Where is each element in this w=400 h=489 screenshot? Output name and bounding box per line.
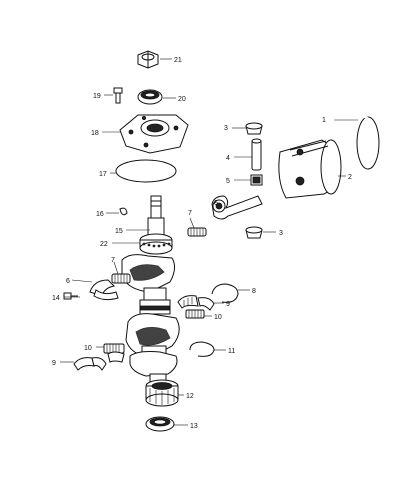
callout-4: 4 [226, 155, 230, 162]
part-10-bearing-cage-upper [185, 309, 205, 319]
part-11-retaining-ring [189, 341, 215, 357]
part-3-washer-upper [245, 122, 263, 135]
callout-18: 18 [91, 130, 99, 137]
callout-19: 19 [93, 93, 101, 100]
callout-20: 20 [178, 96, 186, 103]
callout-6b: 6 [66, 278, 70, 285]
part-3-washer-lower [245, 226, 263, 239]
callout-15: 15 [115, 228, 123, 235]
callout-6a: 6 [214, 200, 218, 207]
part-19-screw [113, 87, 123, 104]
callout-7b: 7 [111, 257, 115, 264]
part-12-roller-bearing [145, 379, 179, 407]
callout-11: 11 [228, 348, 235, 355]
callout-14: 14 [52, 295, 60, 302]
callout-7a: 7 [188, 210, 192, 217]
callout-17: 17 [99, 171, 107, 178]
callout-12: 12 [186, 393, 194, 400]
part-16-key [119, 207, 128, 216]
part-7-needle-bearing-upper [187, 227, 207, 237]
part-18-bearing-housing [119, 114, 189, 154]
part-10-bearing-cage-lower [103, 343, 125, 363]
part-4-piston-pin [251, 138, 262, 171]
part-1-piston-ring [356, 116, 380, 170]
part-5-needle-bearing [250, 174, 263, 186]
callout-22: 22 [100, 241, 108, 248]
callout-1: 1 [322, 117, 326, 124]
part-20-seal [137, 89, 163, 105]
crankshaft-assembly [121, 195, 180, 383]
callout-13: 13 [190, 423, 198, 430]
part-13-seal [145, 416, 175, 432]
part-21-nut [137, 50, 159, 69]
part-17-o-ring [115, 159, 177, 183]
callout-5: 5 [226, 178, 230, 185]
part-2-piston [278, 139, 342, 199]
callout-3b: 3 [279, 230, 283, 237]
callout-9a: 9 [226, 301, 230, 308]
callout-9b: 9 [52, 360, 56, 367]
callout-16: 16 [96, 211, 104, 218]
callout-8: 8 [252, 288, 256, 295]
part-6-rod-cap [89, 279, 119, 301]
callout-3a: 3 [224, 125, 228, 132]
callouts: 1 2 3 3 4 5 6 6 7 7 8 9 9 10 10 11 12 13… [52, 57, 352, 430]
callout-10b: 10 [84, 345, 92, 352]
callout-10a: 10 [214, 314, 222, 321]
leader-lines [60, 58, 358, 426]
callout-2: 2 [348, 174, 352, 181]
part-7-needle-bearing-lower [111, 273, 131, 284]
callout-21: 21 [174, 57, 182, 64]
part-6-connecting-rod [211, 195, 263, 220]
part-9-bearing-upper [177, 295, 215, 311]
part-8-retaining-ring [211, 283, 239, 303]
part-14-screw [63, 292, 78, 300]
part-9-bearing-lower [73, 357, 107, 371]
